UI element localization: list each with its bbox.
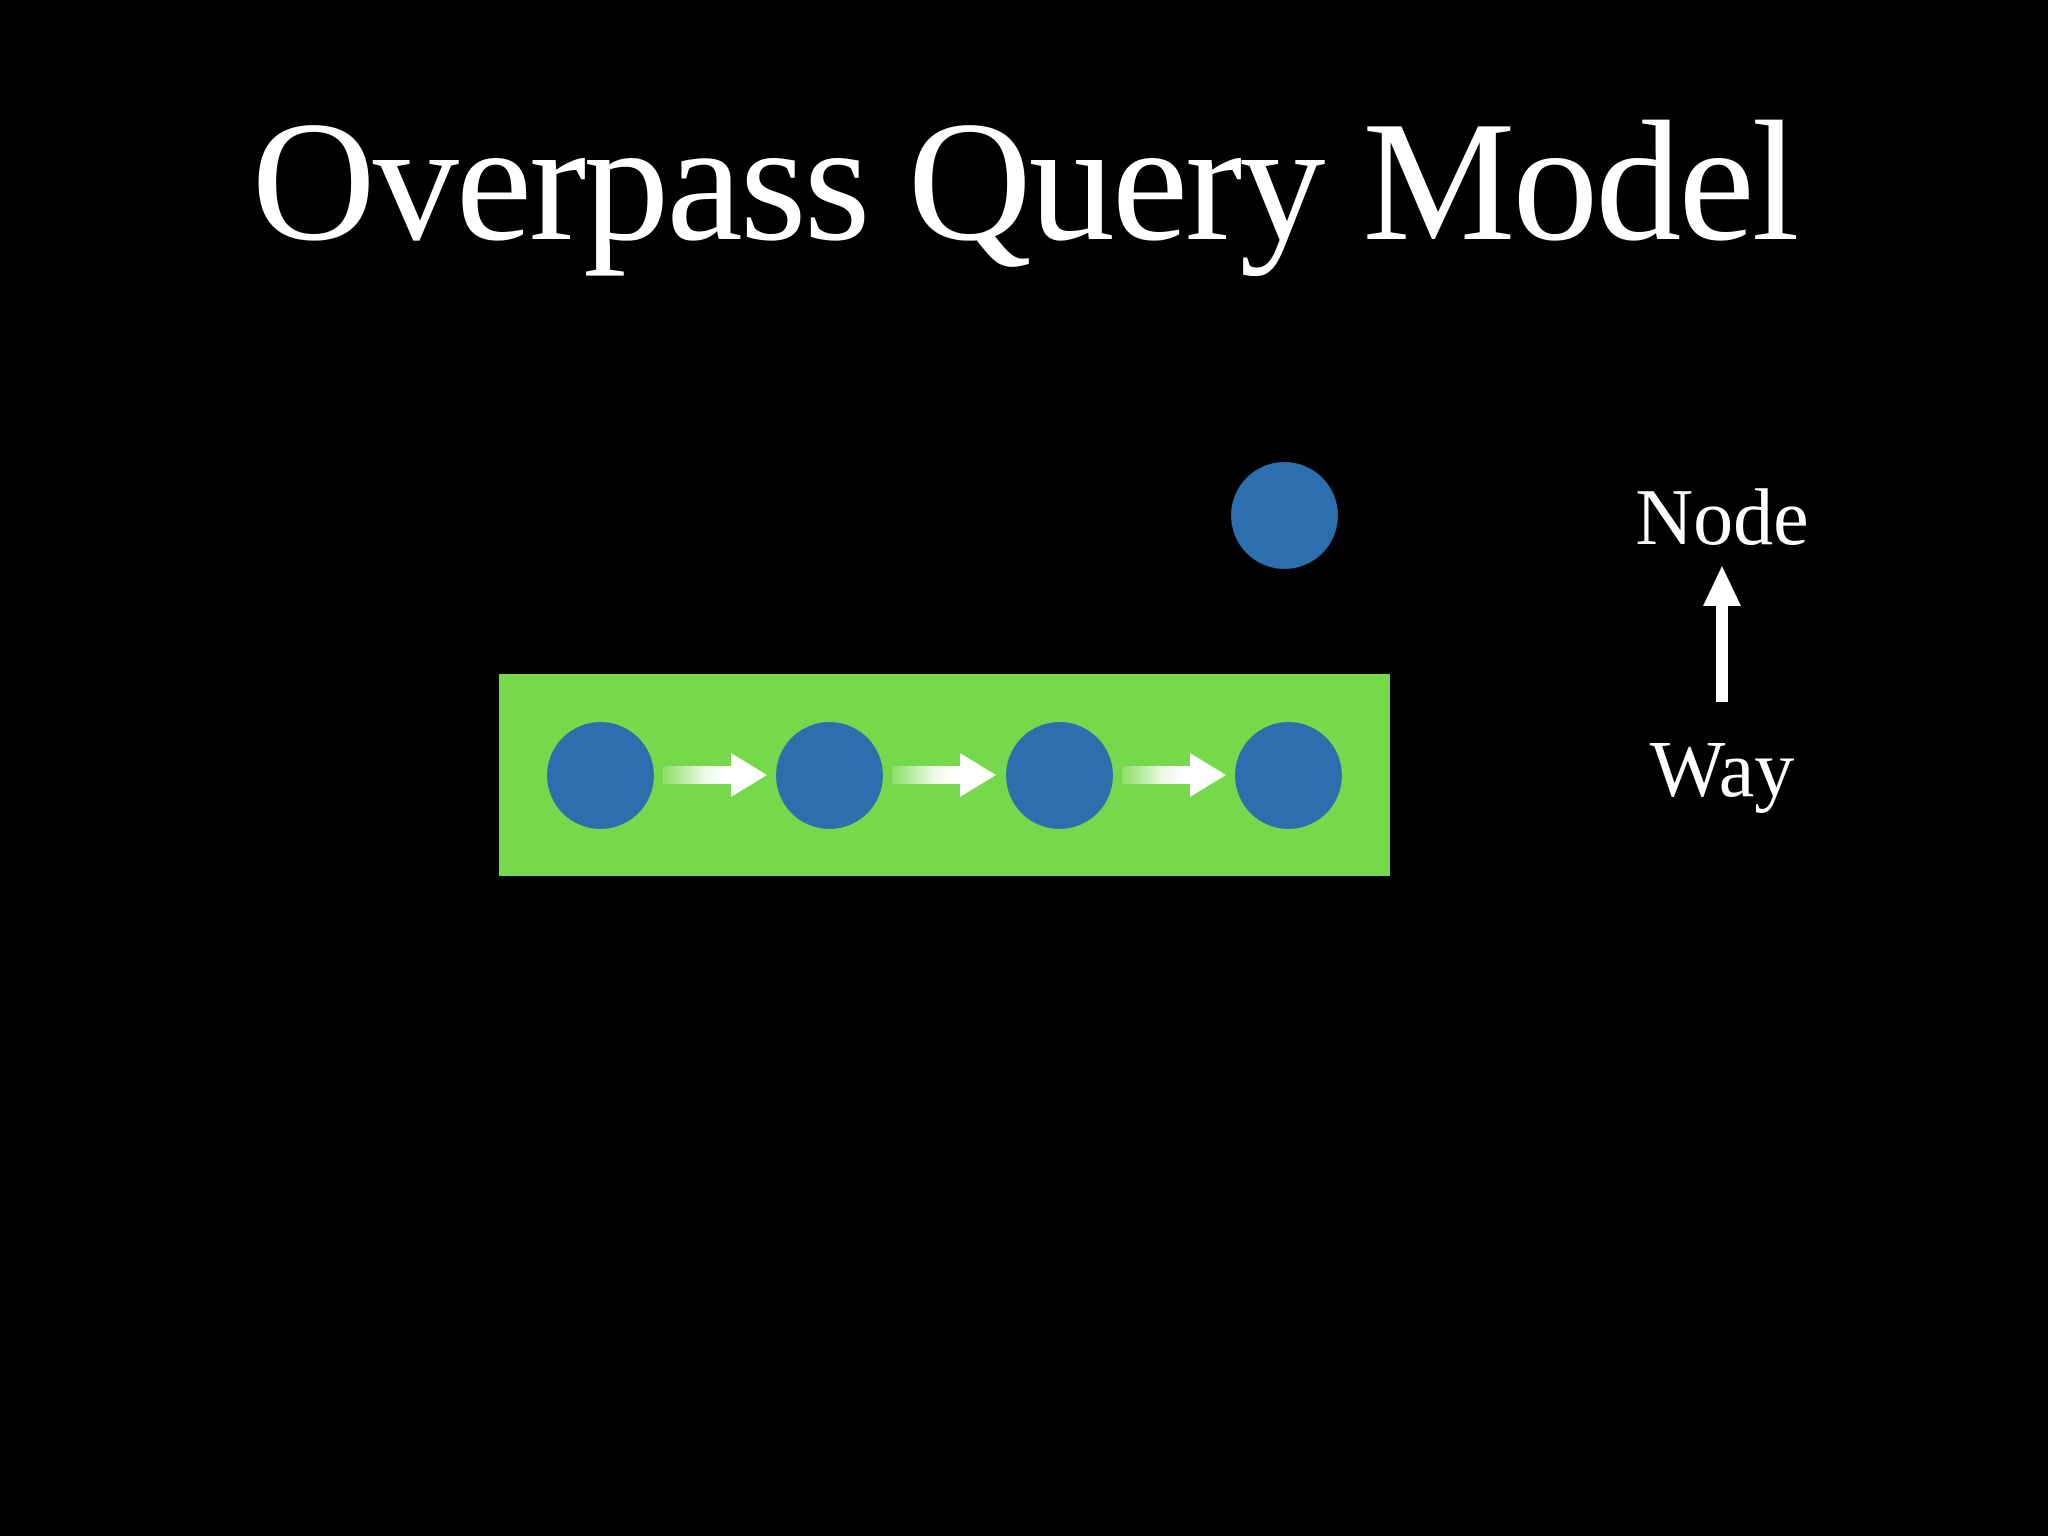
arrow-right-icon: [1121, 753, 1226, 797]
arrow-up-head: [1703, 566, 1741, 606]
standalone-node-circle: [1231, 462, 1338, 569]
arrow-right-icon: [892, 753, 997, 797]
legend-way-label: Way: [1649, 726, 1795, 814]
arrow-right-shaft: [663, 766, 738, 784]
node-circle: [1005, 721, 1113, 829]
arrow-right-shaft: [1121, 766, 1196, 784]
arrow-right-head: [960, 753, 997, 797]
node-circle: [547, 721, 654, 829]
node-circle: [776, 721, 884, 829]
legend: Node Way: [1622, 472, 1822, 816]
legend-node-label: Node: [1635, 474, 1809, 562]
arrow-right-head: [731, 753, 768, 797]
node-circle: [1234, 721, 1342, 829]
arrow-up-shaft: [1716, 604, 1728, 702]
arrow-right-head: [1189, 753, 1226, 797]
page-title: Overpass Query Model: [251, 87, 1800, 277]
way-box: [499, 674, 1390, 876]
arrow-up-icon: [1702, 566, 1742, 702]
arrow-right-icon: [663, 753, 768, 797]
arrow-right-shaft: [892, 766, 967, 784]
